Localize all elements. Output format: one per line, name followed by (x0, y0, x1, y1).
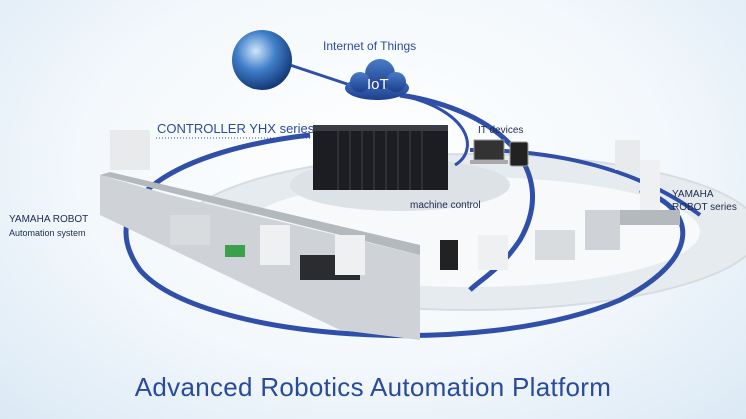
automation-label-1: YAMAHA ROBOT (9, 214, 89, 225)
automation-system (100, 130, 420, 340)
robot-series (440, 140, 680, 270)
tablet-icon (509, 141, 529, 167)
globe-icon (232, 30, 292, 90)
robot-series-label-1: YAMAHA (672, 189, 714, 200)
page-title: Advanced Robotics Automation Platform (134, 372, 612, 402)
controller-label: CONTROLLER YHX series (157, 121, 315, 136)
machine-control-label: machine control (410, 200, 481, 211)
iot-cloud-icon (345, 59, 409, 100)
laptop-icon (470, 139, 508, 164)
automation-label-2: Automation system (9, 228, 86, 238)
iot-link (399, 92, 535, 292)
iot-controller-link (399, 93, 469, 167)
robot-series-label-2: ROBOT series (672, 202, 737, 213)
iot-heading: Internet of Things (323, 39, 417, 53)
iot-cloud-label: IoT (367, 76, 389, 93)
globe-link (289, 63, 351, 87)
controller-rack (313, 125, 448, 190)
it-devices-label: IT devices (478, 125, 524, 136)
